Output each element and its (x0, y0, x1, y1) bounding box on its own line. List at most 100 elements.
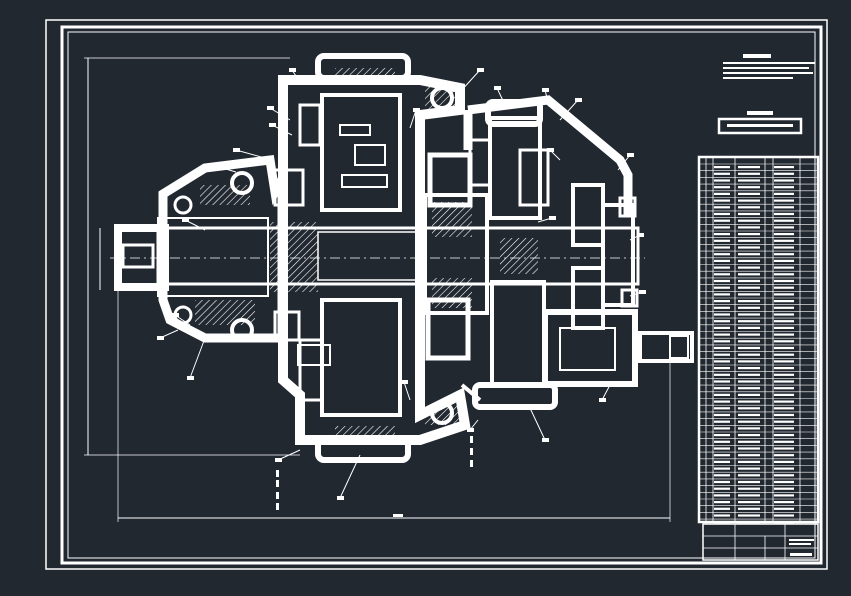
parts-table-cell-mark (738, 420, 760, 423)
parts-table-cell-mark (714, 226, 730, 229)
part-balloon (275, 458, 282, 462)
parts-table-cell-mark (774, 420, 794, 423)
part-balloon (627, 153, 634, 157)
part-balloon (494, 86, 501, 90)
parts-table-cell-mark (714, 340, 730, 343)
parts-table-cell-mark (738, 480, 760, 484)
part-balloon (639, 290, 646, 294)
part-balloon (172, 313, 179, 317)
parts-table-cell-mark (738, 206, 760, 209)
leader-line (403, 381, 411, 401)
dimension-label-mark (276, 480, 279, 487)
parts-table-cell-mark (714, 246, 730, 249)
parts-table-cell-mark (738, 192, 760, 195)
parts-table-cell-mark (738, 393, 760, 396)
parts-table-cell-mark (774, 293, 794, 296)
part-balloon (599, 398, 606, 402)
parts-table-cell-mark (738, 179, 760, 182)
parts-table-cell-mark (738, 400, 760, 403)
parts-table-cell-mark (774, 480, 794, 484)
parts-table-cell-mark (738, 380, 760, 383)
dimension-label-mark (470, 448, 473, 455)
dimension-label-mark (276, 492, 279, 499)
parts-table-cell-mark (738, 474, 760, 477)
parts-table-cell-mark (774, 487, 794, 490)
leader-line (559, 99, 579, 121)
parts-table-cell-mark (774, 279, 794, 283)
parts-table-cell-mark (714, 507, 730, 510)
parts-table-cell-mark (714, 192, 730, 195)
parts-table-cell-mark (774, 306, 794, 309)
parts-table-cell-mark (714, 501, 730, 504)
parts-table-cell-mark (738, 501, 760, 504)
parts-table-cell-mark (738, 507, 760, 510)
parts-table-cell-mark (774, 393, 794, 396)
leader-line (189, 337, 206, 379)
parts-table-cell-mark (774, 246, 794, 249)
leader-line (496, 87, 506, 106)
parts-table-cell-mark (774, 460, 794, 463)
parts-table-cell-mark (738, 467, 760, 470)
parts-table-cell-mark (714, 179, 730, 182)
part-balloon (467, 428, 474, 432)
parts-table-cell-mark (714, 300, 730, 303)
parts-table-cell-mark (774, 233, 794, 236)
parts-table-cell-mark (714, 514, 730, 517)
parts-table-cell-mark (738, 514, 760, 517)
parts-table-cell-mark (714, 293, 730, 296)
parts-table-cell-mark (774, 226, 794, 229)
part-balloon (337, 496, 344, 500)
parts-table-cell-mark (738, 434, 760, 437)
part-balloon (269, 123, 276, 127)
technical-requirements (717, 54, 815, 135)
part-balloon (542, 438, 549, 442)
parts-table-cell-mark (774, 501, 794, 504)
parts-table-cell-mark (714, 474, 730, 477)
parts-table-cell-mark (738, 454, 760, 457)
main-shaft (110, 222, 645, 292)
parts-table-cell-mark (774, 340, 794, 343)
parts-table-cell-mark (738, 373, 760, 376)
parts-table-cell-mark (714, 306, 730, 309)
part-balloon (477, 68, 484, 72)
parts-table-cell-mark (738, 253, 760, 256)
parts-table-cell-mark (774, 219, 794, 222)
parts-table-cell-mark (774, 360, 794, 363)
part-balloon (413, 108, 420, 112)
outer-frame (45, 19, 828, 570)
parts-table-cell-mark (738, 199, 760, 202)
parts-table-cell-mark (738, 460, 760, 463)
parts-table-cell-mark (714, 266, 730, 269)
parts-table-cell-mark (774, 239, 794, 242)
parts-table-cell-mark (738, 447, 760, 450)
part-balloon (209, 163, 216, 167)
parts-table-cell-mark (774, 367, 794, 370)
parts-table-cell-mark (738, 239, 760, 242)
parts-table-cell-mark (714, 353, 730, 356)
part-balloon (233, 148, 240, 152)
inner-border (67, 31, 816, 559)
part-balloon (182, 218, 189, 222)
parts-table-cell-mark (738, 320, 760, 323)
parts-table-cell-mark (714, 407, 730, 410)
parts-table-cell-mark (738, 367, 760, 370)
parts-table-cell-mark (774, 514, 794, 517)
parts-table-cell-mark (774, 387, 794, 390)
parts-table-cell-mark (714, 313, 730, 316)
parts-table-cell-mark (738, 313, 760, 316)
parts-table-cell-mark (714, 320, 730, 323)
parts-table-cell-mark (738, 521, 760, 524)
parts-table-cell-mark (738, 219, 760, 222)
parts-table-cell-mark (714, 166, 730, 169)
parts-table-cell-mark (774, 320, 794, 323)
parts-table-cell-mark (774, 373, 794, 376)
parts-table-cell-mark (738, 387, 760, 390)
parts-list-table (697, 155, 820, 524)
parts-table-cell-mark (738, 407, 760, 410)
parts-table-cell-mark (774, 253, 794, 256)
parts-table-cell-mark (738, 286, 760, 289)
dimension-lines (84, 57, 671, 522)
parts-table-cell-mark (714, 253, 730, 256)
